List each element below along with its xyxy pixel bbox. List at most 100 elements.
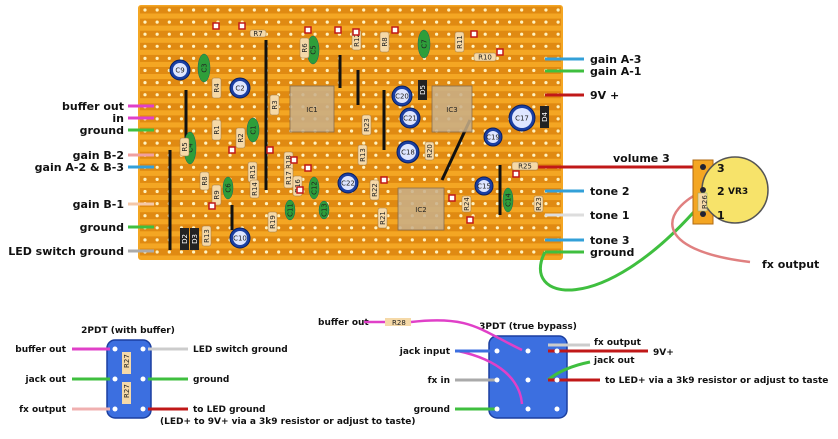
- wire-pad: [296, 186, 304, 194]
- hole: [337, 93, 341, 97]
- hole: [459, 238, 463, 242]
- hole: [495, 44, 499, 48]
- label-3pdt-ground: ground: [414, 405, 450, 415]
- hole: [313, 141, 317, 145]
- hole: [277, 226, 281, 230]
- hole: [264, 250, 269, 254]
- resistor-r15: R15: [247, 161, 258, 183]
- resistor-r4: R4: [211, 77, 222, 99]
- hole: [264, 189, 269, 194]
- component-label: R21: [379, 211, 387, 225]
- label-volume3: volume 3: [613, 152, 670, 165]
- lug: [112, 406, 118, 412]
- hole: [422, 68, 427, 73]
- hole: [337, 214, 341, 218]
- hole: [155, 214, 159, 218]
- hole: [240, 44, 244, 48]
- hole: [544, 8, 548, 12]
- hole: [556, 202, 560, 206]
- ic-ic2: IC2: [397, 187, 445, 231]
- hole: [289, 8, 293, 12]
- hole: [313, 68, 317, 73]
- component-label: R19: [269, 215, 277, 229]
- component-label: C15: [477, 183, 491, 191]
- hole: [204, 105, 208, 109]
- hole: [155, 32, 159, 36]
- cap-body: [284, 199, 296, 221]
- hole: [362, 20, 366, 24]
- hole: [410, 32, 414, 36]
- wire-pad: [470, 30, 478, 38]
- hole: [520, 44, 524, 48]
- hole: [374, 165, 378, 169]
- hole: [435, 20, 439, 24]
- hole: [277, 189, 281, 194]
- hole: [216, 8, 220, 12]
- hole: [459, 153, 463, 157]
- hole: [447, 68, 451, 73]
- resistor-r23: R23: [361, 114, 372, 136]
- wire-pad: [212, 22, 220, 30]
- hole: [240, 250, 244, 254]
- hole: [362, 56, 366, 61]
- switch-2pdt-r1-label: R27: [123, 354, 131, 368]
- hole: [228, 165, 232, 169]
- hole: [507, 177, 512, 181]
- label-tone2: tone 2: [590, 185, 630, 198]
- component-label: C4: [187, 143, 195, 153]
- label-ground-r: ground: [590, 246, 634, 259]
- hole: [349, 129, 354, 133]
- hole: [289, 56, 293, 61]
- component-label: D2: [181, 234, 189, 244]
- hole: [386, 93, 390, 97]
- hole: [386, 141, 390, 145]
- wire-pad: [334, 26, 342, 34]
- hole: [447, 202, 451, 206]
- hole: [313, 165, 317, 169]
- hole: [167, 32, 171, 36]
- resistor-body: [357, 144, 368, 166]
- hole: [471, 81, 475, 85]
- resistor-r2: R2: [235, 127, 246, 149]
- cap-top: [341, 176, 355, 190]
- resistor-r7: R7: [249, 29, 267, 38]
- component-label: R8: [201, 176, 209, 185]
- hole: [277, 238, 281, 242]
- resistor-body: [369, 179, 380, 201]
- resistor-body: [201, 225, 212, 247]
- hole: [349, 214, 354, 218]
- hole: [216, 56, 220, 61]
- hole: [459, 214, 463, 218]
- hole: [349, 93, 354, 97]
- component-label: C5: [310, 45, 318, 54]
- component-label: D5: [419, 85, 427, 95]
- hole: [228, 32, 232, 36]
- hole: [192, 68, 196, 73]
- hole: [520, 56, 524, 61]
- hole: [216, 105, 220, 109]
- hole: [301, 20, 305, 24]
- hole: [349, 226, 354, 230]
- hole: [374, 8, 378, 12]
- hole: [192, 202, 196, 206]
- hole: [204, 129, 208, 133]
- hole: [471, 202, 475, 206]
- hole: [435, 238, 439, 242]
- hole: [301, 250, 305, 254]
- hole: [204, 20, 208, 24]
- component-label: C11: [287, 203, 295, 217]
- hole: [301, 238, 305, 242]
- hole: [289, 250, 293, 254]
- hole: [349, 56, 354, 61]
- hole: [362, 141, 366, 145]
- hole: [507, 129, 512, 133]
- hole: [362, 81, 366, 85]
- hole: [471, 226, 475, 230]
- component-label: C14: [505, 193, 513, 207]
- hole: [313, 20, 317, 24]
- cap-top: [395, 89, 409, 103]
- hole: [192, 250, 196, 254]
- hole: [556, 117, 560, 121]
- hole: [459, 226, 463, 230]
- hole: [520, 153, 524, 157]
